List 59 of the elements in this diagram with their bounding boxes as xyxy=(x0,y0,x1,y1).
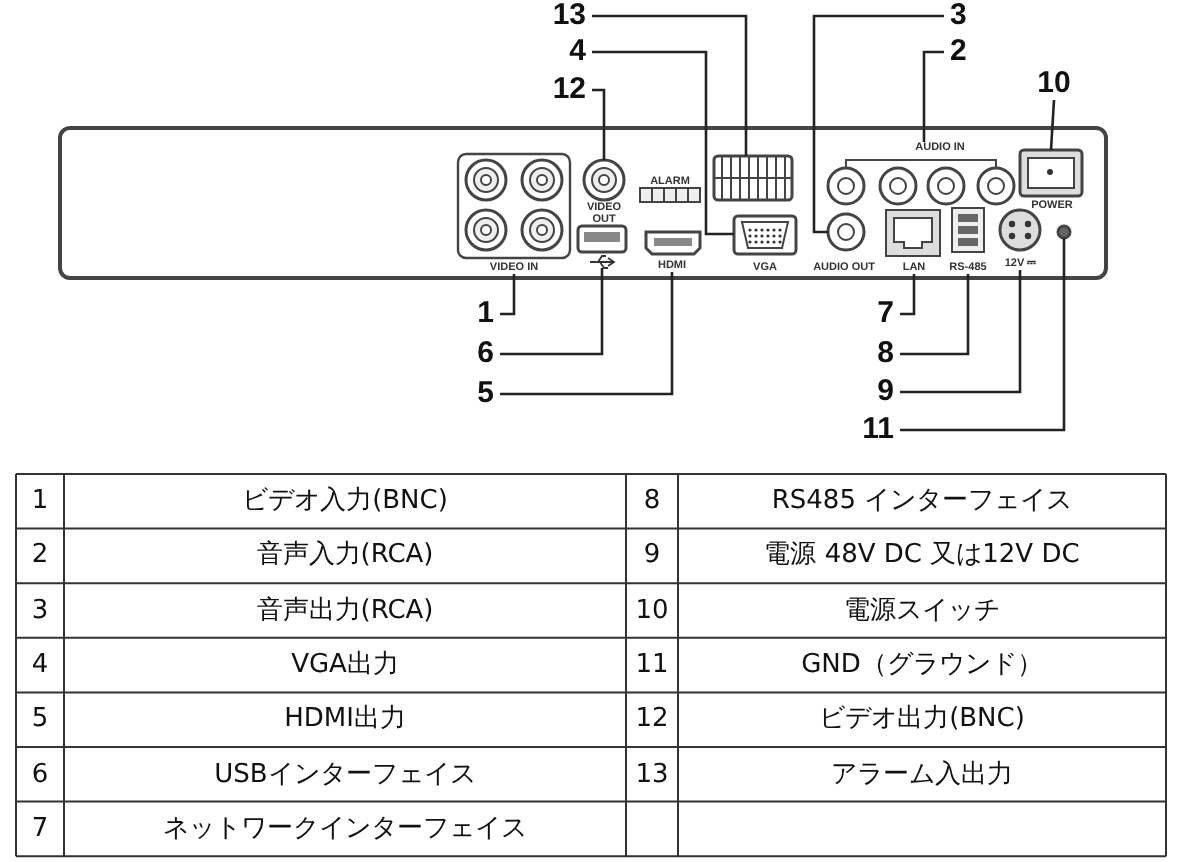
item-number: 9 xyxy=(641,538,663,575)
leader-line xyxy=(592,14,748,156)
item-number: 11 xyxy=(633,647,671,684)
item-number: 6 xyxy=(29,757,51,793)
terminal-block xyxy=(712,154,794,202)
item-number: 1 xyxy=(29,484,51,520)
item-description: 音声出力(RCA) xyxy=(254,593,436,630)
item-description: アラーム入出力 xyxy=(829,757,1015,793)
item-description: ビデオ入力(BNC) xyxy=(240,484,450,520)
item-number: 8 xyxy=(641,484,663,520)
item-description: 電源スイッチ xyxy=(842,593,1002,630)
callout-number: 9 xyxy=(856,376,900,408)
item-description: HDMI出力 xyxy=(282,702,408,739)
leader-line xyxy=(812,14,944,234)
callout-number: 12 xyxy=(548,74,592,106)
item-description: RS485 インターフェイス xyxy=(769,484,1075,520)
item-description: 電源 48V DC 又は12V DC xyxy=(762,538,1082,575)
item-description: 音声入力(RCA) xyxy=(254,538,436,575)
item-number: 2 xyxy=(29,538,51,575)
vga-port xyxy=(732,214,798,256)
callout-number: 3 xyxy=(944,0,988,32)
item-number: 4 xyxy=(29,647,51,684)
leader-line xyxy=(500,268,604,356)
leader-line xyxy=(500,274,516,316)
item-description: ネットワークインターフェイス xyxy=(161,811,529,848)
leader-line xyxy=(592,50,734,236)
callout-number: 8 xyxy=(856,338,900,370)
leader-line xyxy=(900,270,1022,394)
power-switch xyxy=(1018,148,1084,198)
callout-number: 2 xyxy=(944,36,988,68)
item-number: 3 xyxy=(29,593,51,630)
item-number: 5 xyxy=(29,702,51,739)
leader-line xyxy=(900,238,1066,432)
leader-line xyxy=(500,272,674,396)
callout-number: 7 xyxy=(856,298,900,330)
bnc-connector xyxy=(582,158,626,202)
leader-line xyxy=(1049,99,1056,151)
leader-line xyxy=(592,88,606,160)
leader-line xyxy=(900,274,916,316)
callout-number: 11 xyxy=(856,414,900,446)
usb-port xyxy=(576,224,628,269)
callout-number: 5 xyxy=(456,378,500,410)
item-number: 12 xyxy=(633,702,671,739)
item-number: 13 xyxy=(633,757,671,793)
callout-number: 4 xyxy=(548,36,592,68)
leader-line xyxy=(900,274,970,356)
item-description: ビデオ出力(BNC) xyxy=(817,702,1027,739)
callout-number: 6 xyxy=(456,338,500,370)
leader-line xyxy=(922,50,944,142)
audio-jack xyxy=(826,212,866,252)
item-description: USBインターフェイス xyxy=(212,757,478,793)
ground-screw xyxy=(1056,224,1072,240)
callout-number: 10 xyxy=(1032,68,1076,100)
item-description: GND（グラウンド） xyxy=(799,647,1045,684)
callout-number: 13 xyxy=(548,0,592,32)
item-description: VGA出力 xyxy=(289,647,401,684)
item-number: 10 xyxy=(633,593,671,630)
callout-number: 1 xyxy=(456,298,500,330)
item-number: 7 xyxy=(29,811,51,848)
